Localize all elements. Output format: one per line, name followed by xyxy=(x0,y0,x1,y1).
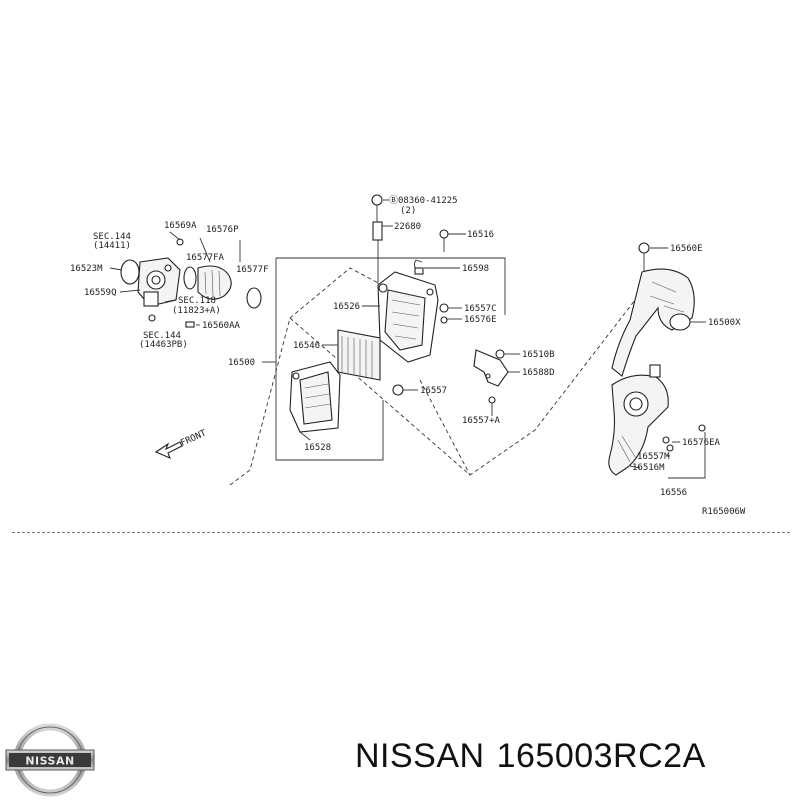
callout-16569a: 16569A xyxy=(164,221,197,231)
sensor-and-bolts xyxy=(392,229,449,396)
callout-sec-118: SEC.118 xyxy=(178,296,216,306)
air-cleaner-upper-housing xyxy=(371,194,439,363)
callout-16556: 16556 xyxy=(660,488,687,498)
mounting-bracket xyxy=(473,349,509,410)
callout-14463pb: (14463PB) xyxy=(139,340,188,350)
callout-16576ea: 16576EA xyxy=(682,438,721,448)
callout-qty-2: (2) xyxy=(400,206,416,216)
callout-16588d: 16588D xyxy=(522,368,555,378)
front-label: FRONT xyxy=(179,428,208,448)
callout-16576p: 16576P xyxy=(206,225,239,235)
callout-16598: 16598 xyxy=(462,264,489,274)
air-duct-assembly xyxy=(608,242,706,476)
separator-line xyxy=(12,532,790,533)
dashed-connectors xyxy=(229,267,636,486)
callout-16577fa: 16577FA xyxy=(186,253,225,263)
callout-16576e: 16576E xyxy=(464,315,497,325)
callout-sec-144-b: SEC.144 xyxy=(143,331,181,341)
throttle-intake-assembly xyxy=(120,238,262,328)
right-leaders xyxy=(629,247,706,479)
callout-16516: 16516 xyxy=(467,230,494,240)
callout-16557-a: 16557+A xyxy=(462,416,501,426)
callout-16557m: 16557M xyxy=(637,452,670,462)
callout-16500x: 16500X xyxy=(708,318,741,328)
callout-16577f: 16577F xyxy=(236,265,269,275)
part-caption: NISSAN 165003RC2A xyxy=(355,737,795,776)
left-leaders xyxy=(109,231,241,326)
callout-16560e: 16560E xyxy=(670,244,703,254)
center-leaders xyxy=(299,199,520,441)
nissan-logo-icon: NISSAN xyxy=(5,723,95,797)
callout-sec-144-a: SEC.144 xyxy=(93,232,131,242)
caption-part-number: 165003RC2A xyxy=(496,737,706,775)
callout-14411: (14411) xyxy=(93,241,131,251)
callout-16546: 16546 xyxy=(293,341,320,351)
callout-16557: 16557 xyxy=(420,386,447,396)
callout-16559q: 16559Q xyxy=(84,288,117,298)
callout-16528: 16528 xyxy=(304,443,331,453)
callout-22680: 22680 xyxy=(394,222,421,232)
diagram-code: R165006W xyxy=(702,507,746,517)
callout-08360-41225: Ⓑ08360-41225 xyxy=(389,195,458,206)
callout-11823-a: (11823+A) xyxy=(172,306,221,316)
front-arrow: FRONT xyxy=(154,428,209,460)
callout-16500: 16500 xyxy=(228,358,255,368)
callout-16560aa: 16560AA xyxy=(202,321,241,331)
air-cleaner-lower-case xyxy=(289,361,341,433)
callout-16523m: 16523M xyxy=(70,264,103,274)
air-cleaner-frame xyxy=(262,257,506,461)
callout-16557c: 16557C xyxy=(464,304,497,314)
callout-16510b: 16510B xyxy=(522,350,555,360)
logo-wordmark: NISSAN xyxy=(25,755,74,768)
parts-diagram: FRONT Ⓑ08360-41225 (2) 22680 16516 16598… xyxy=(70,194,746,517)
caption-brand: NISSAN xyxy=(355,737,485,775)
callout-labels: Ⓑ08360-41225 (2) 22680 16516 16598 16526… xyxy=(70,195,746,517)
air-filter-element xyxy=(337,329,381,381)
callout-16526: 16526 xyxy=(333,302,360,312)
callout-16516m: 16516M xyxy=(632,463,665,473)
